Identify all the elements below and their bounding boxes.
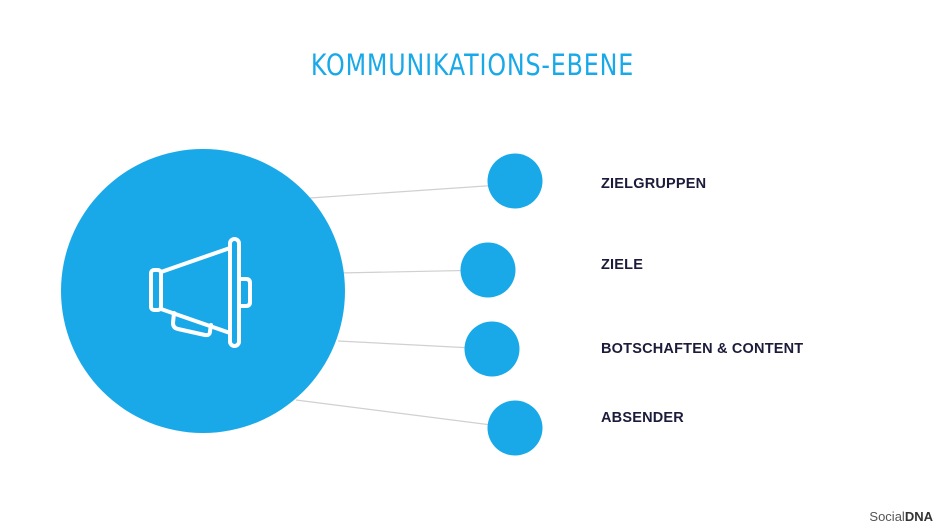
label-zielgruppen: ZIELGRUPPEN [601,176,707,192]
node-circle-absender [487,400,543,456]
label-botschaften-content: BOTSCHAFTEN & CONTENT [601,341,804,357]
label-absender: ABSENDER [601,410,684,426]
connector-line-1 [309,183,516,199]
node-circle-zielgruppen [487,153,543,209]
logo-part-social: Social [869,509,905,524]
node-circle-ziele [460,242,516,298]
label-ziele: ZIELE [601,257,644,273]
hub-circle [61,149,345,433]
brand-logo: SocialDNA [869,509,933,524]
logo-part-dna: DNA [904,509,933,524]
page-title: KOMMUNIKATIONS-EBENE [310,48,635,82]
node-circle-botschaften [464,321,520,377]
megaphone-icon [149,237,252,348]
connector-line-4 [295,399,516,429]
